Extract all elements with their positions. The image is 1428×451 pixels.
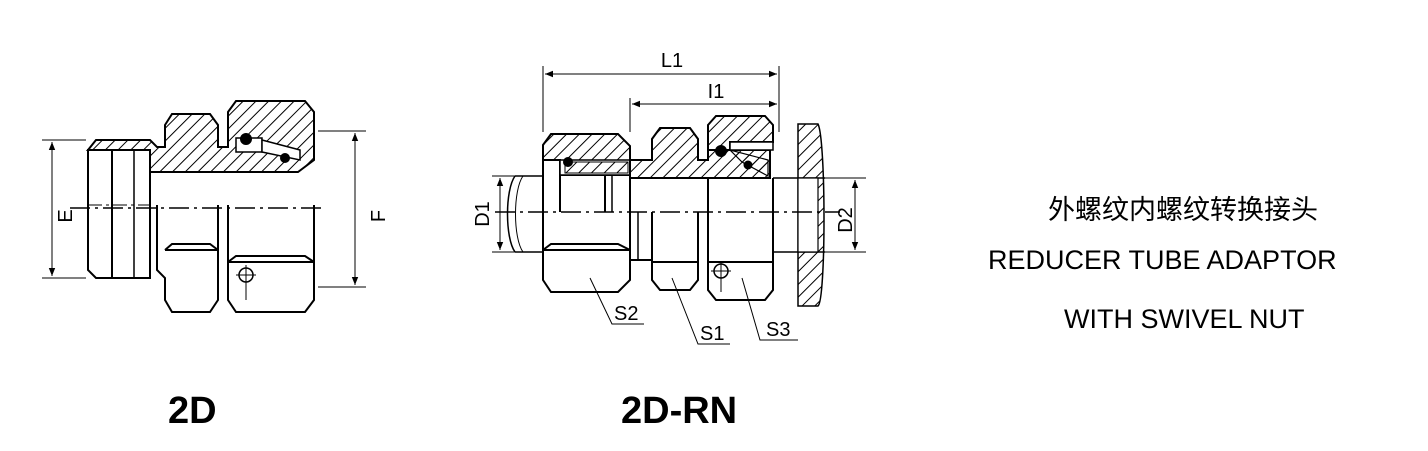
dimension-label-d1: D1 [472, 201, 494, 227]
wrench-size-label-s3: S3 [766, 319, 790, 341]
fitting-2d-rn-drawing [492, 66, 866, 345]
dimension-label-l1: L1 [661, 50, 683, 72]
product-title-english-line2: WITH SWIVEL NUT [1064, 304, 1305, 334]
fitting-2d-drawing [42, 100, 366, 313]
product-title-chinese: 外螺纹内螺纹转换接头 [1048, 195, 1318, 226]
figure-caption-2d-rn: 2D-RN [621, 390, 738, 432]
dimension-label-i1: I1 [708, 81, 725, 103]
wrench-size-label-s1: S1 [700, 323, 724, 345]
dimension-label-e: E [55, 209, 77, 222]
wrench-size-label-s2: S2 [614, 303, 638, 325]
product-title-english-line1: REDUCER TUBE ADAPTOR [988, 245, 1337, 275]
fitting-2d-rn-body-section [629, 127, 771, 179]
fitting-2d-body-section [85, 100, 315, 173]
figure-caption-2d: 2D [168, 390, 217, 432]
dimension-label-f: F [368, 210, 390, 222]
dimension-label-d2: D2 [835, 207, 857, 233]
